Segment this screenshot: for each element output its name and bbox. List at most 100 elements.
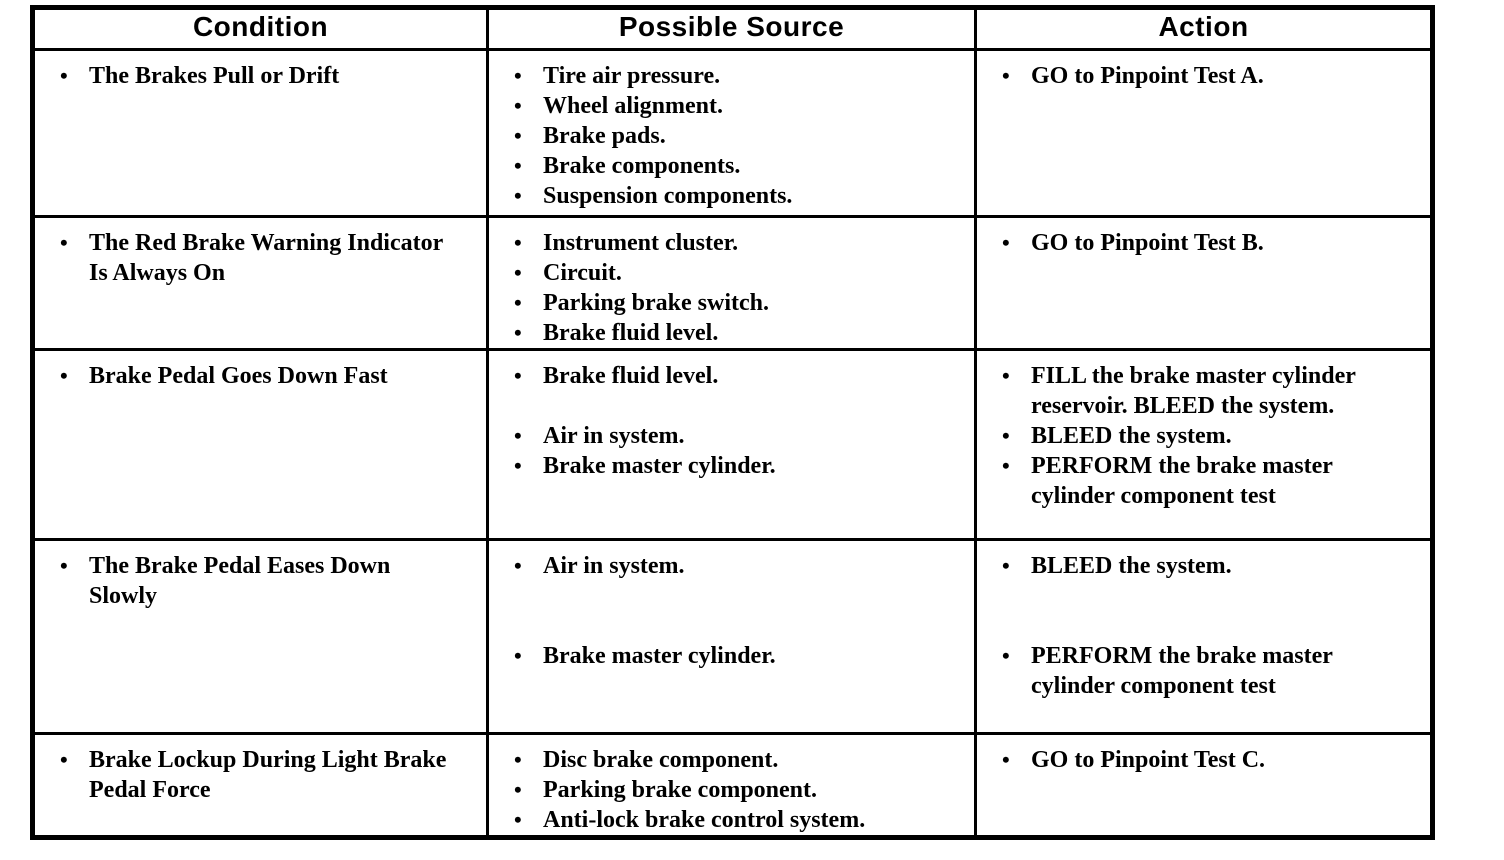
possible-source-cell: •Disc brake component.•Parking brake com… [486, 732, 977, 839]
bullet-item: •The Brake Pedal Eases Down Slowly [53, 551, 456, 611]
bullet-icon: • [1002, 423, 1010, 448]
bullet-icon: • [1002, 553, 1010, 578]
bullet-icon: • [1002, 747, 1010, 772]
table-row: • The Red Brake Warning Indicator Is Alwa… [31, 215, 1434, 351]
bullet-item: • Parking brake switch. [507, 288, 962, 318]
bullet-list: • GO to Pinpoint Test B. [995, 228, 1418, 258]
bullet-item: •Suspension components. [507, 181, 962, 211]
bullet-icon: • [514, 93, 522, 118]
item-text: Parking brake component. [543, 777, 818, 803]
bullet-icon: • [1002, 363, 1010, 388]
header-row: Condition Possible Source Action [31, 6, 1434, 51]
bullet-item: •Tire air pressure. [507, 61, 962, 91]
item-text: PERFORM the brake master cylinder compon… [1031, 643, 1333, 699]
item-text: Circuit. [543, 260, 622, 286]
bullet-item: • GO to Pinpoint Test C. [995, 745, 1418, 775]
bullet-icon: • [514, 643, 522, 668]
item-text: Air in system. [543, 423, 685, 449]
item-text: Instrument cluster. [543, 230, 739, 256]
possible-source-cell: • Instrument cluster. • Circuit. • Parking br… [486, 215, 977, 351]
action-cell: •FILL the brake master cylinder reservoi… [974, 348, 1434, 541]
bullet-item: •Brake components. [507, 151, 962, 181]
bullet-item: • The Red Brake Warning Indicator Is Alwa… [53, 228, 456, 288]
bullet-icon: • [1002, 63, 1010, 88]
item-text: Brake fluid level. [543, 363, 719, 389]
bullet-item: • Brake fluid level. [507, 361, 962, 391]
bullet-list: •Brake fluid level.•Air in system.•Brake… [507, 361, 962, 481]
bullet-list: • The Brakes Pull or Drift [53, 61, 456, 91]
condition-cell: • Brake Pedal Goes Down Fast [31, 348, 489, 541]
item-text: Brake master cylinder. [543, 643, 776, 669]
bullet-item: • GO to Pinpoint Test B. [995, 228, 1418, 258]
bullet-icon: • [1002, 643, 1010, 668]
table-row: •Brake Lockup During Light Brake Pedal F… [31, 732, 1434, 839]
item-text: Wheel alignment. [543, 93, 723, 119]
item-text: GO to Pinpoint Test A. [1031, 63, 1264, 89]
bullet-list: •The Brake Pedal Eases Down Slowly [53, 551, 456, 611]
bullet-icon: • [514, 553, 522, 578]
item-text: The Brakes Pull or Drift [89, 63, 340, 89]
bullet-list: •FILL the brake master cylinder reservoi… [995, 361, 1418, 511]
action-cell: • GO to Pinpoint Test B. [974, 215, 1434, 351]
possible-source-cell: •Tire air pressure.•Wheel alignment.•Bra… [486, 48, 977, 218]
bullet-list: • GO to Pinpoint Test C. [995, 745, 1418, 775]
item-text: The Brake Pedal Eases Down Slowly [89, 553, 391, 609]
table-row: • Brake Pedal Goes Down Fast • Brake fluid … [31, 348, 1434, 541]
bullet-icon: • [514, 183, 522, 208]
column-header-possible-source: Possible Source [486, 6, 977, 51]
bullet-icon: • [514, 453, 522, 478]
bullet-item: •Disc brake component. [507, 745, 962, 775]
condition-cell: •The Brake Pedal Eases Down Slowly [31, 538, 489, 735]
bullet-item: • Brake fluid level. [507, 318, 962, 348]
bullet-list: • GO to Pinpoint Test A. [995, 61, 1418, 91]
bullet-icon: • [60, 63, 68, 88]
condition-cell: • The Brakes Pull or Drift [31, 48, 489, 218]
bullet-icon: • [514, 123, 522, 148]
item-text: BLEED the system. [1031, 553, 1232, 579]
bullet-icon: • [514, 260, 522, 285]
bullet-list: • Brake Pedal Goes Down Fast [53, 361, 456, 391]
action-cell: • GO to Pinpoint Test C. [974, 732, 1434, 839]
action-cell: • BLEED the system. • PERFORM the brake mas… [974, 538, 1434, 735]
bullet-item: • Air in system. [507, 551, 962, 581]
column-header-condition: Condition [31, 6, 489, 51]
action-cell: • GO to Pinpoint Test A. [974, 48, 1434, 218]
bullet-list: • The Red Brake Warning Indicator Is Alwa… [53, 228, 456, 288]
bullet-icon: • [60, 230, 68, 255]
bullet-item: • Brake master cylinder. [507, 641, 962, 671]
bullet-icon: • [1002, 230, 1010, 255]
item-text: Brake Pedal Goes Down Fast [89, 363, 388, 389]
bullet-icon: • [514, 807, 522, 832]
possible-source-cell: • Air in system. • Brake master cylinder. [486, 538, 977, 735]
bullet-item: •Anti-lock brake control system. [507, 805, 962, 835]
bullet-item: •Air in system. [507, 421, 962, 451]
item-text: Parking brake switch. [543, 290, 770, 316]
item-text: Brake master cylinder. [543, 453, 776, 479]
bullet-icon: • [514, 290, 522, 315]
bullet-icon: • [1002, 453, 1010, 478]
bullet-icon: • [60, 363, 68, 388]
bullet-item: • GO to Pinpoint Test A. [995, 61, 1418, 91]
bullet-icon: • [514, 230, 522, 255]
bullet-icon: • [514, 777, 522, 802]
item-text: Air in system. [543, 553, 685, 579]
brake-diagnosis-table: Condition Possible Source Action •The Br… [30, 5, 1435, 840]
bullet-list: •Disc brake component.•Parking brake com… [507, 745, 962, 835]
item-text: Disc brake component. [543, 747, 779, 773]
item-text: Brake fluid level. [543, 320, 719, 346]
bullet-item: • The Brakes Pull or Drift [53, 61, 456, 91]
bullet-item: • PERFORM the brake master cylinder compo… [995, 451, 1418, 511]
bullet-icon: • [60, 747, 68, 772]
item-text: GO to Pinpoint Test B. [1031, 230, 1264, 256]
item-text: GO to Pinpoint Test C. [1031, 747, 1266, 773]
condition-cell: • The Red Brake Warning Indicator Is Alwa… [31, 215, 489, 351]
item-text: Brake pads. [543, 123, 666, 149]
item-text: PERFORM the brake master cylinder compon… [1031, 453, 1333, 509]
bullet-icon: • [514, 363, 522, 388]
item-text: The Red Brake Warning Indicator Is Alway… [89, 230, 443, 286]
possible-source-cell: •Brake fluid level.•Air in system.•Brake… [486, 348, 977, 541]
item-text: Tire air pressure. [543, 63, 721, 89]
bullet-icon: • [514, 320, 522, 345]
bullet-list: •Brake Lockup During Light Brake Pedal F… [53, 745, 456, 805]
item-text: Brake components. [543, 153, 741, 179]
